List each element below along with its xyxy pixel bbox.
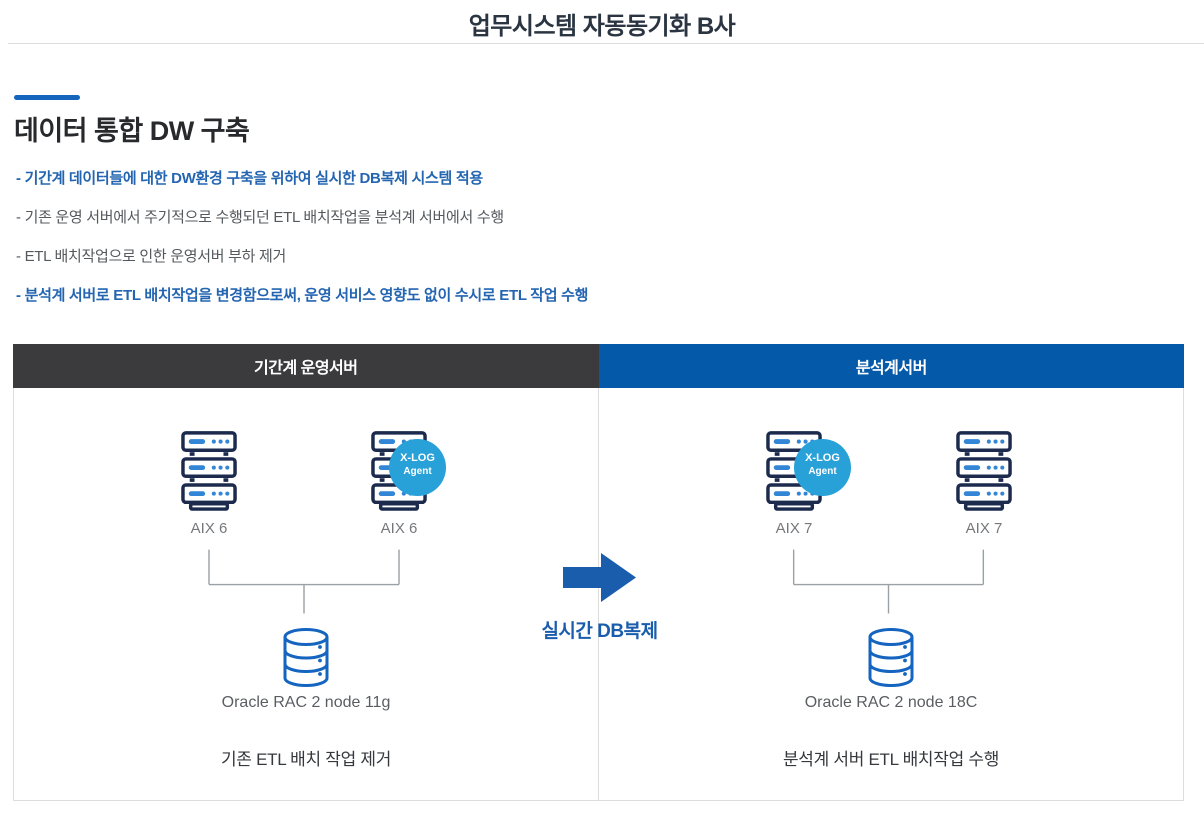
database-icon <box>868 628 914 687</box>
server-label: AIX 6 <box>190 520 228 537</box>
section-heading: 데이터 통합 DW 구축 <box>14 116 250 146</box>
server-icon <box>956 431 1012 511</box>
server-label: AIX 7 <box>965 520 1003 537</box>
bullet-item: - ETL 배치작업으로 인한 운영서버 부하 제거 <box>16 248 286 265</box>
page-title: 업무시스템 자동동기화 B사 <box>468 13 736 40</box>
server-icon <box>181 431 237 511</box>
badge-line2: Agent <box>808 466 837 478</box>
panel-caption: 기존 ETL 배치 작업 제거 <box>220 750 392 769</box>
xlog-agent-badge: X-LOG Agent <box>794 439 851 496</box>
diagram-body: X-LOG Agent AIX 6 AIX 6 Oracle RAC 2 nod… <box>13 388 1184 801</box>
arrow-label: 실시간 DB복제 <box>541 621 658 642</box>
right-panel-header: 분석계서버 <box>598 344 1184 388</box>
left-panel: X-LOG Agent AIX 6 AIX 6 Oracle RAC 2 nod… <box>14 388 599 800</box>
right-panel: X-LOG Agent AIX 7 AIX 7 Oracle RAC 2 nod… <box>599 388 1183 800</box>
server-label: AIX 7 <box>775 520 813 537</box>
badge-line1: X-LOG <box>805 452 840 464</box>
server-label: AIX 6 <box>380 520 418 537</box>
connector-lines <box>792 549 985 614</box>
badge-line1: X-LOG <box>400 452 435 464</box>
bullet-item: - 기간계 데이터들에 대한 DW환경 구축을 위하여 실시한 DB복제 시스템… <box>16 170 483 187</box>
accent-bar <box>14 95 80 100</box>
title-divider <box>8 43 1204 44</box>
bullet-item: - 기존 운영 서버에서 주기적으로 수행되던 ETL 배치작업을 분석계 서버… <box>16 209 504 226</box>
database-label: Oracle RAC 2 node 11g <box>221 694 391 711</box>
diagram-headers: 기간계 운영서버 분석계서버 <box>13 344 1184 388</box>
left-panel-header: 기간계 운영서버 <box>13 344 599 388</box>
xlog-agent-badge: X-LOG Agent <box>389 439 446 496</box>
architecture-diagram: 기간계 운영서버 분석계서버 <box>13 344 1184 801</box>
bullet-list: - 기간계 데이터들에 대한 DW환경 구축을 위하여 실시한 DB복제 시스템… <box>16 167 588 323</box>
database-label: Oracle RAC 2 node 18C <box>804 694 978 711</box>
database-icon <box>283 628 329 687</box>
panel-caption: 분석계 서버 ETL 배치작업 수행 <box>782 750 1000 769</box>
replication-arrow-icon <box>563 553 636 602</box>
bullet-item: - 분석계 서버로 ETL 배치작업을 변경함으로써, 운영 서비스 영향도 없… <box>16 287 589 304</box>
connector-lines <box>208 549 400 614</box>
badge-line2: Agent <box>403 466 432 478</box>
